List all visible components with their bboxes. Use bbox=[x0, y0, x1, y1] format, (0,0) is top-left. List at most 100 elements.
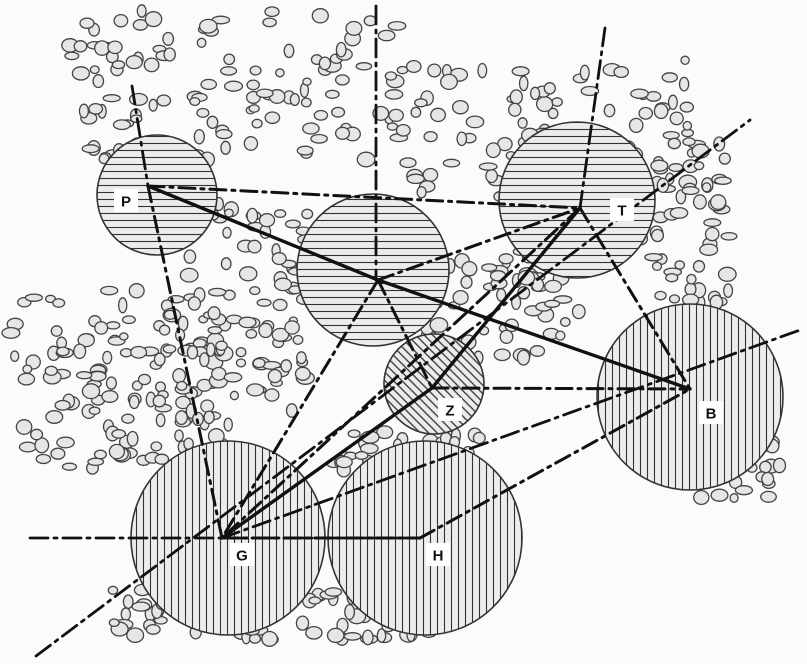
pebble-mark bbox=[276, 69, 284, 77]
pebble-mark bbox=[552, 98, 562, 106]
pebble-mark bbox=[462, 262, 477, 276]
pebble-mark bbox=[704, 219, 721, 227]
pebble-mark bbox=[23, 365, 32, 373]
pebble-mark bbox=[109, 444, 124, 458]
pebble-mark bbox=[194, 130, 204, 144]
pebble-mark bbox=[639, 108, 652, 120]
pebble-mark bbox=[53, 299, 65, 307]
label-text: Z bbox=[445, 403, 454, 420]
pebble-mark bbox=[345, 605, 355, 620]
node-circle-b bbox=[597, 304, 783, 490]
pebble-mark bbox=[682, 187, 699, 195]
pebble-mark bbox=[127, 432, 138, 447]
pebble-mark bbox=[246, 330, 257, 339]
pebble-mark bbox=[176, 411, 188, 425]
pebble-mark bbox=[55, 401, 70, 411]
pebble-mark bbox=[20, 442, 37, 452]
pebble-mark bbox=[411, 107, 421, 117]
pebble-mark bbox=[719, 153, 730, 164]
node-label-b: B bbox=[699, 401, 723, 424]
pebble-mark bbox=[518, 118, 527, 128]
pebble-mark bbox=[221, 258, 231, 270]
pebble-mark bbox=[431, 108, 446, 121]
pebble-mark bbox=[224, 373, 241, 382]
pebble-mark bbox=[314, 111, 327, 121]
pebble-mark bbox=[121, 608, 130, 620]
pebble-mark bbox=[63, 463, 77, 470]
pebble-mark bbox=[668, 138, 680, 148]
pebble-mark bbox=[112, 61, 124, 69]
pebble-mark bbox=[180, 268, 198, 282]
pebble-mark bbox=[385, 90, 402, 99]
pebble-mark bbox=[680, 77, 689, 90]
pebble-mark bbox=[200, 19, 217, 33]
pebble-mark bbox=[153, 395, 165, 407]
pebble-mark bbox=[103, 351, 112, 363]
pebble-mark bbox=[216, 130, 232, 139]
pebble-mark bbox=[122, 316, 135, 324]
node-label-h: H bbox=[426, 543, 450, 566]
pebble-mark bbox=[114, 15, 128, 27]
pebble-mark bbox=[711, 195, 726, 210]
pebble-mark bbox=[51, 448, 65, 459]
pebble-mark bbox=[509, 103, 521, 116]
node-label-p: P bbox=[114, 189, 138, 212]
pebble-mark bbox=[326, 90, 339, 98]
pebble-mark bbox=[670, 295, 680, 303]
pebble-mark bbox=[244, 137, 257, 151]
pebble-mark bbox=[312, 9, 328, 23]
pebble-mark bbox=[74, 344, 86, 358]
pebble-mark bbox=[137, 5, 146, 17]
pebble-mark bbox=[225, 209, 234, 217]
pebble-mark bbox=[129, 284, 144, 298]
pebble-mark bbox=[109, 619, 119, 626]
pebble-mark bbox=[385, 72, 396, 80]
pebble-mark bbox=[252, 119, 262, 128]
pebble-mark bbox=[286, 220, 301, 228]
pebble-mark bbox=[652, 230, 664, 242]
pebble-mark bbox=[296, 616, 308, 630]
pebble-mark bbox=[106, 322, 119, 329]
pebble-mark bbox=[175, 430, 183, 441]
pebble-mark bbox=[209, 288, 226, 296]
pebble-mark bbox=[346, 22, 362, 36]
pebble-mark bbox=[250, 66, 261, 75]
pebble-mark bbox=[164, 48, 175, 61]
pebble-mark bbox=[130, 396, 139, 409]
pebble-mark bbox=[683, 138, 695, 146]
pebble-mark bbox=[631, 89, 648, 98]
pebble-mark bbox=[303, 123, 319, 134]
pebble-mark bbox=[16, 420, 31, 435]
pebble-mark bbox=[146, 625, 160, 635]
pebble-mark bbox=[473, 432, 485, 443]
pebble-mark bbox=[774, 458, 786, 472]
pebble-mark bbox=[518, 350, 530, 365]
pebble-mark bbox=[453, 101, 469, 114]
pebble-mark bbox=[262, 632, 278, 647]
pebble-mark bbox=[272, 253, 286, 265]
pebble-mark bbox=[520, 76, 528, 90]
pebble-mark bbox=[702, 183, 710, 192]
pebble-mark bbox=[545, 300, 560, 307]
pebble-mark bbox=[260, 214, 275, 227]
pebble-mark bbox=[2, 328, 20, 339]
pebble-mark bbox=[120, 333, 128, 340]
pebble-mark bbox=[284, 44, 294, 57]
pebble-mark bbox=[680, 102, 693, 112]
node-circle-center bbox=[297, 194, 449, 346]
pebble-mark bbox=[290, 94, 299, 106]
pebble-mark bbox=[531, 87, 540, 99]
pebble-mark bbox=[670, 208, 687, 219]
pebble-mark bbox=[653, 262, 662, 270]
pebble-mark bbox=[663, 132, 679, 139]
pebble-mark bbox=[236, 359, 245, 367]
label-text: T bbox=[617, 203, 626, 220]
pebble-mark bbox=[265, 389, 279, 401]
pebble-mark bbox=[396, 125, 410, 136]
pebble-mark bbox=[328, 628, 344, 642]
pebble-mark bbox=[545, 280, 562, 292]
pebble-mark bbox=[457, 132, 466, 145]
pebble-mark bbox=[556, 331, 565, 340]
pebble-mark bbox=[687, 275, 696, 284]
pebble-mark bbox=[122, 414, 134, 423]
